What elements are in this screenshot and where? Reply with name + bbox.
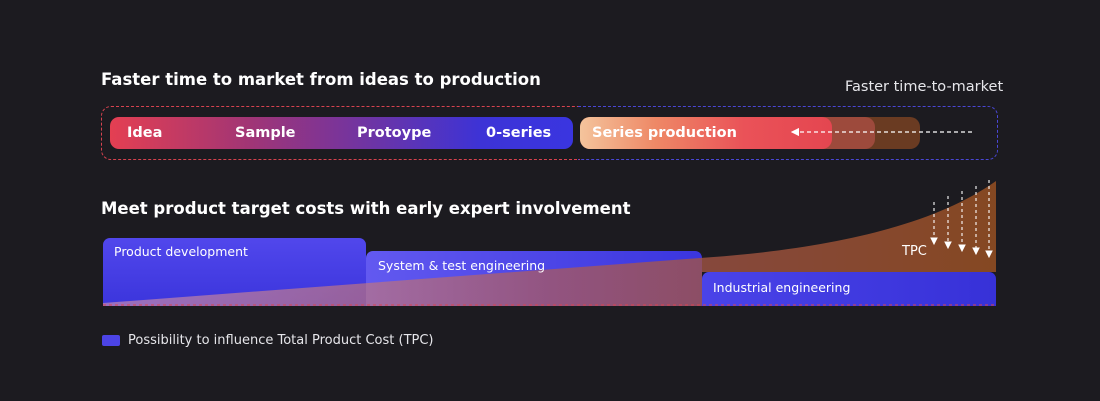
legend-text: Possibility to influence Total Product C… [128,333,434,348]
development-stages-bar: Idea Sample Protoype 0-series [110,117,573,149]
stage-idea: Idea [127,125,163,141]
phase-label-product-development: Product development [114,244,248,259]
phase-label-industrial-engineering: Industrial engineering [713,280,851,295]
production-dashed-frame [578,106,998,160]
tpc-label: TPC [902,244,927,259]
cost-reduction-arrows [930,180,993,259]
stage-prototype: Protoype [357,125,432,141]
phase-label-system-test-engineering: System & test engineering [378,258,546,273]
series-production-label: Series production [592,125,737,141]
faster-time-to-market-label: Faster time-to-market [845,79,1004,95]
legend-swatch [102,335,120,346]
stage-sample: Sample [235,125,296,141]
stage-0-series: 0-series [486,125,552,141]
timeline-title: Faster time to market from ideas to prod… [101,70,541,89]
development-dashed-frame [101,106,580,160]
cost-title: Meet product target costs with early exp… [101,199,631,218]
series-production-bar [580,117,832,149]
